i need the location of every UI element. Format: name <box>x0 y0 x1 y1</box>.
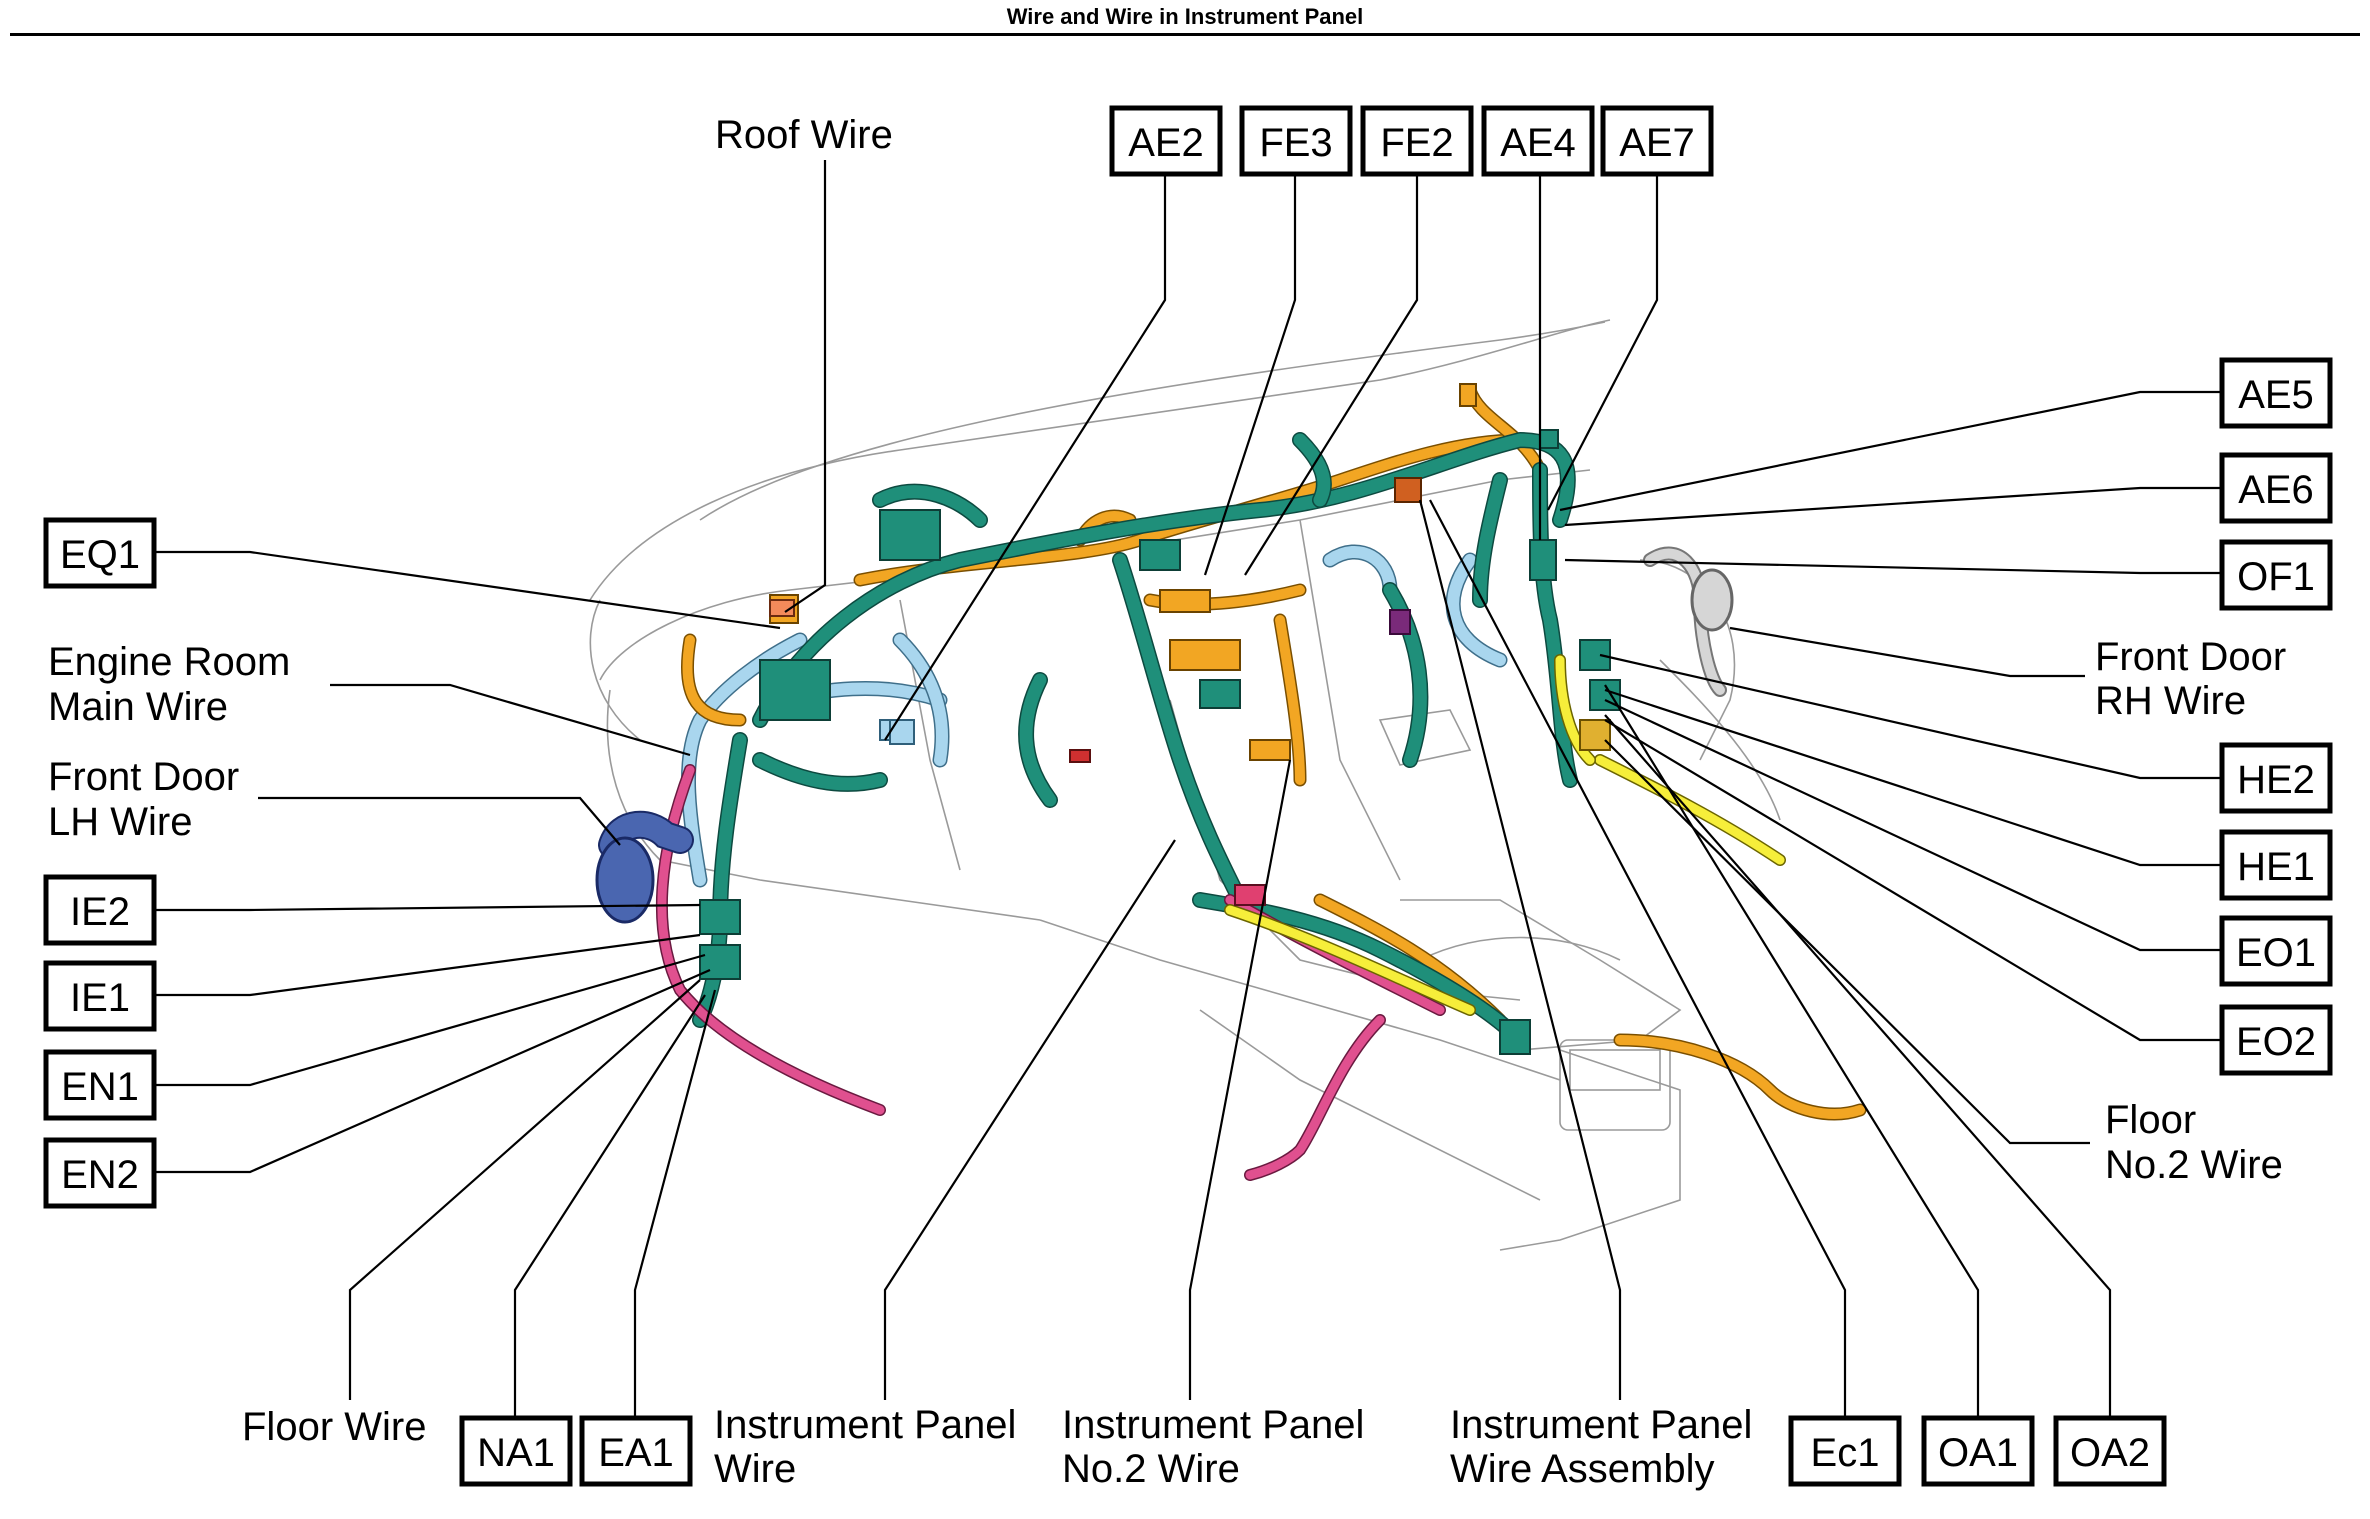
page-title: Wire and Wire in Instrument Panel <box>1006 4 1364 29</box>
callout-ae2[interactable]: AE2 <box>1109 105 1223 177</box>
callout-oa2[interactable]: OA2 <box>2053 1415 2167 1487</box>
label-floor-no2-wire-line2: No.2 Wire <box>2105 1143 2283 1187</box>
callout-oa2-label: OA2 <box>2070 1431 2150 1475</box>
label-front-door-lh-wire-line2: LH Wire <box>48 800 192 844</box>
label-engine-room-main-wire-line2: Main Wire <box>48 685 228 729</box>
callout-ae4-label: AE4 <box>1500 121 1576 165</box>
callout-eo2-label: EO2 <box>2236 1020 2316 1064</box>
callout-ae5-label: AE5 <box>2238 373 2314 417</box>
callout-ae7-label: AE7 <box>1619 121 1695 165</box>
callout-en1[interactable]: EN1 <box>43 1049 157 1121</box>
callout-ie1[interactable]: IE1 <box>43 960 157 1032</box>
label-instrument-panel-wire-line2: Wire <box>714 1447 796 1491</box>
wire-harness-bundle <box>595 383 1867 1181</box>
callout-fe3[interactable]: FE3 <box>1239 105 1353 177</box>
callout-oa1[interactable]: OA1 <box>1921 1415 2035 1487</box>
callout-eo2[interactable]: EO2 <box>2219 1004 2333 1076</box>
callout-ec1[interactable]: Ec1 <box>1788 1415 1902 1487</box>
label-roof-wire: Roof Wire <box>715 113 893 157</box>
callout-ie2[interactable]: IE2 <box>43 874 157 946</box>
callout-na1[interactable]: NA1 <box>459 1415 573 1487</box>
callout-eo1[interactable]: EO1 <box>2219 915 2333 987</box>
label-instrument-panel-wire-assembly-line2: Wire Assembly <box>1450 1447 1715 1491</box>
label-engine-room-main-wire-line1: Engine Room <box>48 640 290 684</box>
callout-ie2-label: IE2 <box>70 890 130 934</box>
callout-na1-label: NA1 <box>477 1431 555 1475</box>
callout-oa1-label: OA1 <box>1938 1431 2018 1475</box>
callout-he2[interactable]: HE2 <box>2219 742 2333 814</box>
label-instrument-panel-wire-line1: Instrument Panel <box>714 1403 1016 1447</box>
callout-ae7[interactable]: AE7 <box>1600 105 1714 177</box>
callout-ec1-label: Ec1 <box>1811 1431 1880 1475</box>
callout-of1-label: OF1 <box>2237 555 2315 599</box>
callout-of1[interactable]: OF1 <box>2219 539 2333 611</box>
label-instrument-panel-no2-wire-line2: No.2 Wire <box>1062 1447 1240 1491</box>
callout-en2-label: EN2 <box>61 1153 139 1197</box>
callout-en1-label: EN1 <box>61 1065 139 1109</box>
callout-ae2-label: AE2 <box>1128 121 1204 165</box>
label-instrument-panel-wire-assembly-line1: Instrument Panel <box>1450 1403 1752 1447</box>
callout-he1-label: HE1 <box>2237 845 2315 889</box>
callout-ea1-label: EA1 <box>598 1431 674 1475</box>
label-front-door-rh-wire-line2: RH Wire <box>2095 679 2246 723</box>
callout-he1[interactable]: HE1 <box>2219 829 2333 901</box>
callout-ie1-label: IE1 <box>70 976 130 1020</box>
callout-eq1-label: EQ1 <box>60 533 140 577</box>
callout-ae5[interactable]: AE5 <box>2219 357 2333 429</box>
callout-fe3-label: FE3 <box>1259 121 1332 165</box>
label-front-door-lh-wire-line1: Front Door <box>48 755 239 799</box>
label-front-door-rh-wire-line1: Front Door <box>2095 635 2286 679</box>
callout-ea1[interactable]: EA1 <box>579 1415 693 1487</box>
callout-ae6[interactable]: AE6 <box>2219 452 2333 524</box>
callout-ae6-label: AE6 <box>2238 468 2314 512</box>
leader-lines <box>155 160 2220 1420</box>
callout-ae4[interactable]: AE4 <box>1481 105 1595 177</box>
callout-fe2[interactable]: FE2 <box>1360 105 1474 177</box>
label-floor-wire: Floor Wire <box>242 1405 426 1449</box>
callout-en2[interactable]: EN2 <box>43 1137 157 1209</box>
callout-fe2-label: FE2 <box>1380 121 1453 165</box>
title-divider <box>10 33 2360 36</box>
callout-eq1[interactable]: EQ1 <box>43 517 157 589</box>
callout-he2-label: HE2 <box>2237 758 2315 802</box>
callout-eo1-label: EO1 <box>2236 931 2316 975</box>
label-instrument-panel-no2-wire-line1: Instrument Panel <box>1062 1403 1364 1447</box>
label-floor-no2-wire-line1: Floor <box>2105 1098 2196 1142</box>
